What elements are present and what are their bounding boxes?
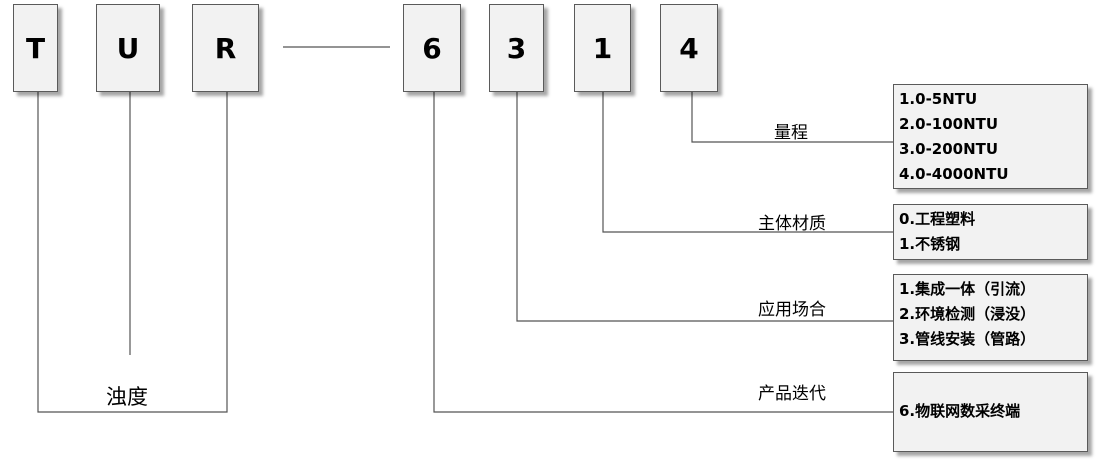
code-box-r: R (192, 4, 259, 92)
code-box-1: 1 (574, 4, 631, 92)
range-option: 1.0-5NTU (899, 90, 978, 108)
material-option: 0.工程塑料 (899, 210, 976, 228)
digit-1-line (602, 92, 893, 233)
iteration-options-box: 6.物联网数采终端 (893, 372, 1088, 452)
application-options-box: 1.集成一体（引流） 2.环境检测（浸没） 3.管线安装（管路） (893, 274, 1088, 361)
body-material-label: 主体材质 (758, 214, 826, 234)
tur-bracket-line (37, 92, 228, 413)
code-box-4: 4 (660, 4, 718, 92)
application-option: 2.环境检测（浸没） (899, 305, 1036, 323)
range-option: 3.0-200NTU (899, 140, 999, 158)
product-iteration-label: 产品迭代 (758, 384, 826, 404)
code-digit-6: 6 (422, 31, 442, 65)
code-box-3: 3 (489, 4, 544, 92)
digit-6-line (433, 92, 893, 413)
code-letter-u: U (116, 31, 140, 65)
material-option: 1.不锈钢 (899, 235, 961, 253)
turbidity-label: 浊度 (106, 385, 148, 409)
code-box-u: U (96, 4, 160, 92)
code-digit-4: 4 (679, 31, 699, 65)
range-label: 量程 (774, 123, 808, 143)
iteration-option: 6.物联网数采终端 (899, 402, 1021, 420)
material-options-box: 0.工程塑料 1.不锈钢 (893, 204, 1088, 260)
application-option: 1.集成一体（引流） (899, 280, 1036, 298)
code-box-6: 6 (403, 4, 461, 92)
range-options-box: 1.0-5NTU 2.0-100NTU 3.0-200NTU 4.0-4000N… (893, 84, 1088, 189)
digit-3-line (516, 92, 893, 322)
code-letter-r: R (214, 31, 237, 65)
digit-4-line (691, 92, 893, 143)
application-label: 应用场合 (758, 300, 826, 320)
application-option: 3.管线安装（管路） (899, 330, 1036, 348)
range-option: 4.0-4000NTU (899, 165, 1009, 183)
code-box-t: T (13, 4, 58, 92)
code-digit-3: 3 (506, 31, 527, 65)
range-option: 2.0-100NTU (899, 115, 999, 133)
code-letter-t: T (25, 31, 46, 65)
code-digit-1: 1 (592, 31, 613, 65)
